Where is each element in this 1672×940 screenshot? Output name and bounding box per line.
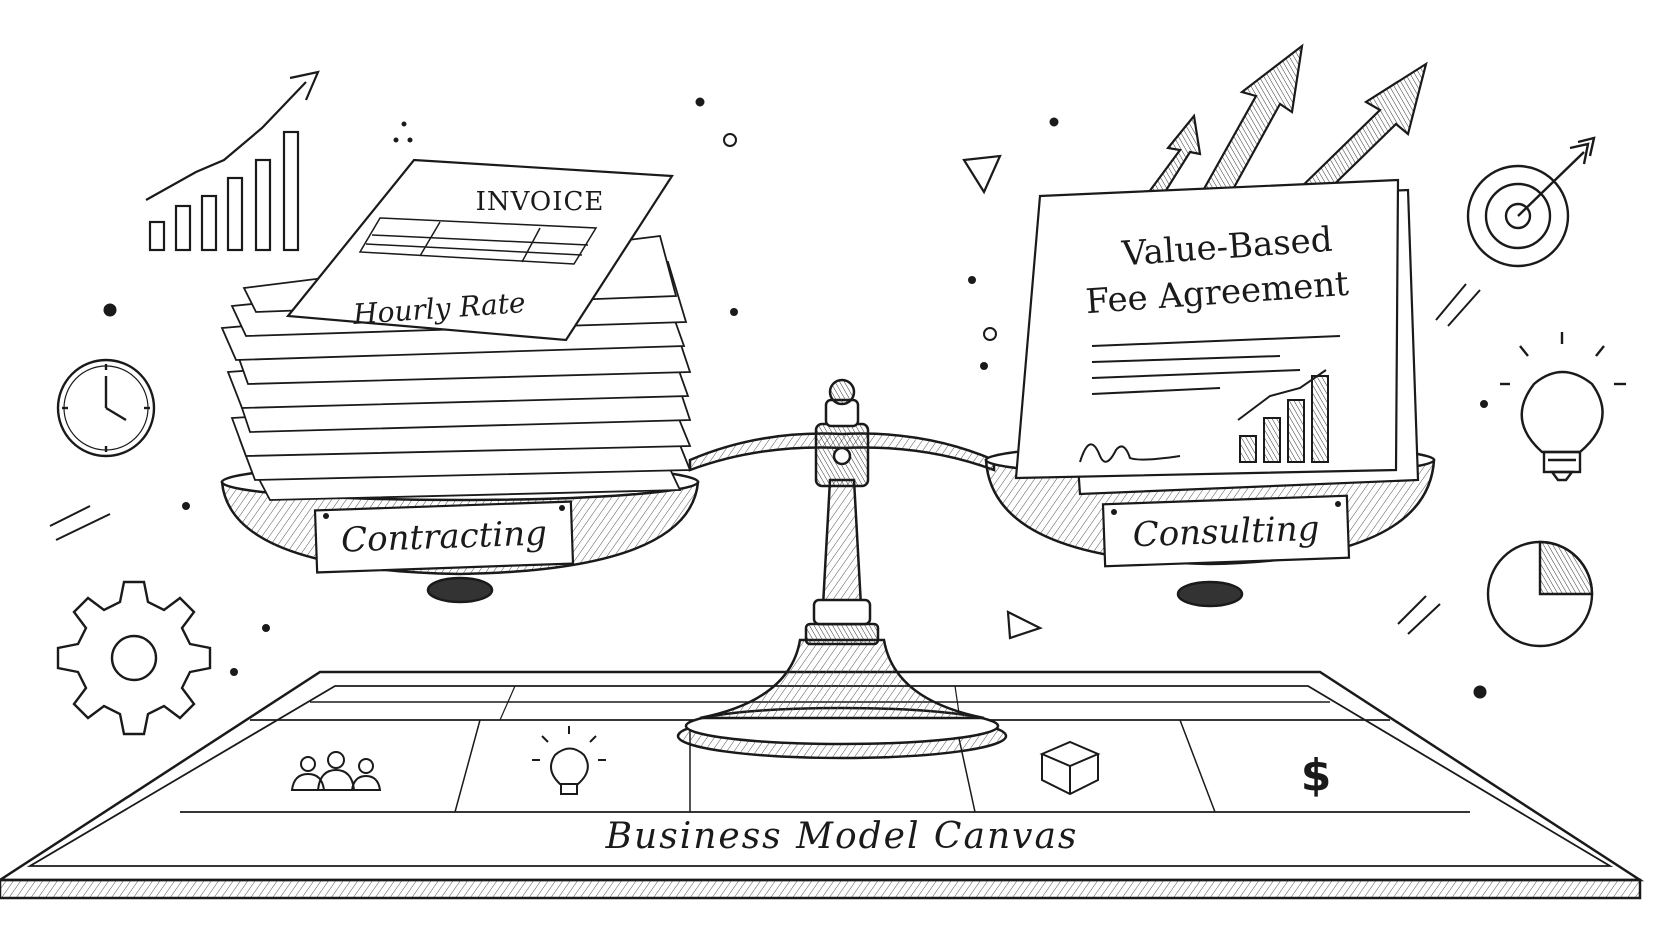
balance-scale — [676, 378, 1008, 760]
contracting-plaque: Contracting — [313, 500, 575, 574]
invoice-document: INVOICE Hourly Rate — [285, 158, 674, 342]
bar-chart-icon — [1237, 369, 1329, 463]
svg-text:Contracting: Contracting — [340, 513, 547, 560]
target-icon — [1466, 136, 1596, 268]
lightbulb-icon — [1500, 332, 1626, 482]
clock-icon — [56, 358, 156, 458]
growth-arrows-icon — [1144, 43, 1428, 208]
consulting-plaque: Consulting — [1101, 494, 1351, 568]
invoice-title: INVOICE — [476, 187, 605, 217]
decorative-dots — [103, 97, 1488, 699]
svg-text:Consulting: Consulting — [1132, 509, 1320, 555]
business-model-canvas-board — [0, 670, 1645, 900]
box-icon — [1039, 740, 1101, 796]
people-icon — [290, 751, 382, 791]
bar-chart-icon — [145, 70, 320, 252]
lightbulb-icon — [532, 726, 606, 795]
motion-lines — [49, 283, 1481, 635]
signature — [1079, 443, 1181, 463]
canvas-title: Business Model Canvas — [605, 816, 1079, 857]
pie-chart-icon — [1486, 540, 1594, 648]
gear-icon — [56, 580, 212, 736]
dollar-icon: $ — [1301, 750, 1332, 801]
fee-agreement-document: Value-Based Fee Agreement — [1014, 43, 1428, 496]
